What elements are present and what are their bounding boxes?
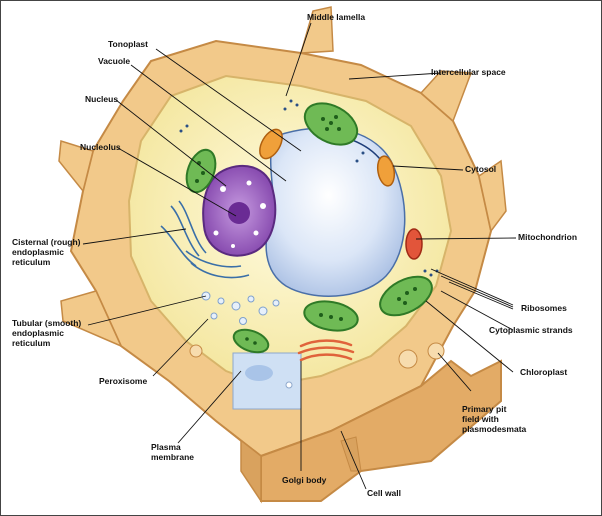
nucleolus: [228, 202, 250, 224]
label-cytoplasmic-strands: Cytoplasmic strands: [489, 325, 573, 335]
label-primary-pit-field: Primary pit field with plasmodesmata: [462, 404, 527, 434]
label-vacuole: Vacuole: [98, 56, 131, 66]
mitochondria: [259, 128, 423, 260]
golgi: [297, 339, 355, 362]
label-ribosomes: Ribosomes: [521, 303, 567, 313]
label-rough-er: Cisternal (rough) endoplasmic reticulum: [12, 237, 81, 267]
chloroplasts: [185, 102, 433, 354]
label-intercellular-space: Intercellular space: [431, 67, 506, 77]
label-tonoplast: Tonoplast: [108, 39, 148, 49]
pit-fields: [189, 342, 445, 369]
label-chloroplast: Chloroplast: [520, 367, 568, 377]
label-golgi-body: Golgi body: [282, 475, 327, 485]
leader-lines: [82, 22, 517, 490]
vacuole: [265, 127, 406, 297]
ribosomes: [179, 99, 439, 277]
label-mitochondrion: Mitochondrion: [518, 232, 578, 242]
label-nucleus: Nucleus: [85, 94, 119, 104]
label-nucleolus: Nucleolus: [80, 142, 121, 152]
label-plasma-membrane: Plasma membrane: [151, 442, 194, 462]
label-peroxisome: Peroxisome: [99, 376, 148, 386]
label-middle-lamella: Middle lamella: [307, 12, 366, 22]
nucleus: [202, 164, 277, 257]
plasma-membrane: [232, 352, 302, 410]
label-cell-wall: Cell wall: [367, 488, 402, 498]
rough-er: [160, 200, 250, 279]
smooth-er: [201, 291, 280, 325]
label-cytosol: Cytosol: [465, 164, 497, 174]
label-smooth-er: Tubular (smooth) endoplasmic reticulum: [12, 318, 82, 348]
